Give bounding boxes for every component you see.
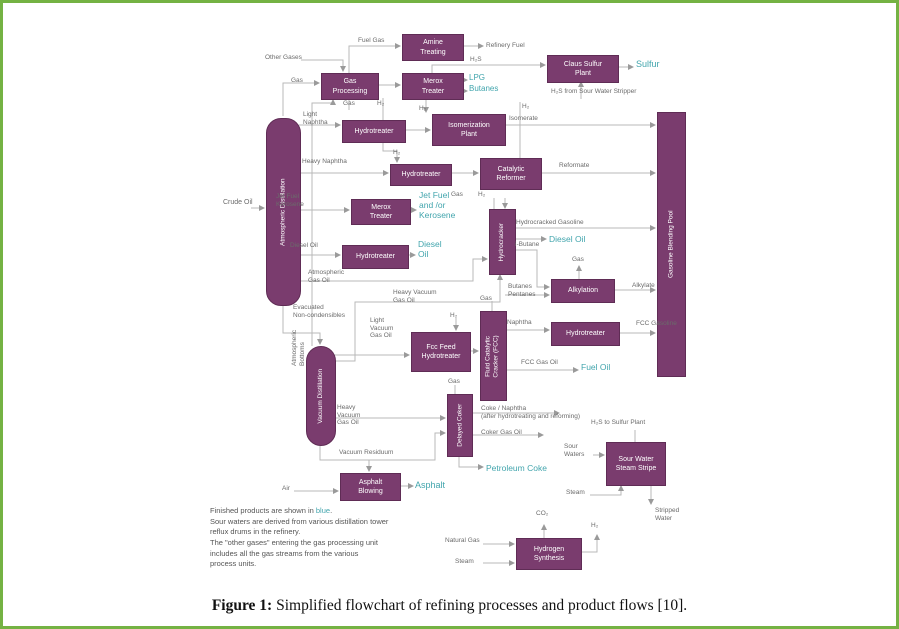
edge-evac-to-gp <box>311 99 336 346</box>
label-gas-hydrocracker: Gas <box>451 191 463 198</box>
box-vacuum-distillation: Vacuum Distillation <box>306 346 336 446</box>
edge-fuel-gas-line <box>348 43 401 73</box>
label-fcc-gasoline: FCC Gasoline <box>636 320 677 327</box>
label-fuel-oil-product: Fuel Oil <box>581 362 611 372</box>
label-co2: CO₂ <box>536 510 549 517</box>
label-gas-fcc: Gas <box>480 295 492 302</box>
label-petroleum-coke-product: Petroleum Coke <box>486 463 547 473</box>
label-h2s: H₂S <box>470 56 482 63</box>
label-butanes-product: Butanes <box>469 84 499 93</box>
label-steam-stripper: Steam <box>566 489 585 496</box>
label-diesel-oil-product-2: Diesel Oil <box>549 234 586 244</box>
label-h2-isomerization: H₂ <box>419 105 427 112</box>
edge-other-gases-line <box>301 59 346 72</box>
edge-steam-in-stripper <box>590 485 624 496</box>
label-other-gases: Other Gases <box>265 54 302 61</box>
box-hydrotreater-diesel: Hydrotreater <box>342 245 409 269</box>
note-text: Finished products are shown in blue.Sour… <box>210 506 389 569</box>
label-coke-naphtha: Coke / Naphtha(after hydrotreating and r… <box>481 405 580 420</box>
figure-caption: Figure 1: Simplified flowchart of refini… <box>3 597 896 615</box>
label-h2-hydrotreater2: H₂ <box>393 149 401 156</box>
label-h2-gp: H₂ <box>377 100 385 107</box>
label-vacuum-residuum: Vacuum Residuum <box>339 449 394 456</box>
label-h2-hydrocracker: H₂ <box>478 191 486 198</box>
edge-crude-gas-line <box>282 80 320 116</box>
label-alkylate: Alkylate <box>632 282 655 289</box>
label-gas-alkylation: Gas <box>572 256 584 263</box>
edge-hvgo-to-hydrocracker <box>334 274 503 362</box>
label-gas-gp: Gas <box>343 100 355 107</box>
label-h2-synthesis-out: H₂ <box>591 522 599 529</box>
label-air: Air <box>282 485 290 492</box>
label-sulfur: Sulfur <box>636 59 660 69</box>
label-gas-coker: Gas <box>448 378 460 385</box>
label-h2-fcc-feed: H₂ <box>450 312 458 319</box>
label-coker-gas-oil: Coker Gas Oil <box>481 429 522 436</box>
figure-caption-label: Figure 1: <box>211 597 273 614</box>
label-crude-oil: Crude Oil <box>223 199 253 206</box>
edge-ago-to-hydrocracker <box>299 256 488 282</box>
box-hydrocracker: Hydrocracker <box>489 209 516 275</box>
edge-h2s-to-claus <box>431 62 546 73</box>
edge-hc-ibutane-to-alk <box>514 249 550 290</box>
box-delayed-coker: Delayed Coker <box>447 394 473 457</box>
label-fcc-gas-oil: FCC Gas Oil <box>521 359 558 366</box>
label-hydrocracked-gasoline: Hydrocracked Gasoline <box>516 219 584 226</box>
label-heavy-naphtha: Heavy Naphtha <box>302 158 347 165</box>
label-h2-reformer: H₂ <box>522 103 530 110</box>
label-asphalt-product: Asphalt <box>415 480 446 490</box>
label-steam-synthesis: Steam <box>455 558 474 565</box>
box-gasoline-blending-pool: Gasoline Blending Pool <box>657 112 686 377</box>
box-hydrotreater-light-naphtha: Hydrotreater <box>342 120 406 143</box>
label-gas-crude: Gas <box>291 77 303 84</box>
label-fuel-gas: Fuel Gas <box>358 37 385 44</box>
label-i-butane: i-Butane <box>515 241 540 248</box>
label-naphtha-fcc: Naphtha <box>507 319 532 326</box>
label-reformate: Reformate <box>559 162 590 169</box>
edge-h2-synthesis-line <box>580 534 600 553</box>
box-atmospheric-distillation: Atmospheric Distillation <box>266 118 301 306</box>
box-alkylation: Alkylation <box>551 279 615 303</box>
figure-caption-text: Simplified flowchart of refining process… <box>272 597 688 614</box>
edge-atm-to-vacuum <box>282 304 323 345</box>
label-h2s-from-sour-water-stripper: H₂S from Sour Water Stripper <box>551 88 637 95</box>
box-hydrotreater-fcc-naphtha: Hydrotreater <box>551 322 620 346</box>
label-lpg: LPG <box>469 73 486 82</box>
label-isomerate: Isomerate <box>509 115 538 122</box>
edge-coke-out <box>458 455 484 470</box>
box-hydrotreater-heavy-naphtha: Hydrotreater <box>390 164 452 186</box>
label-refinery-fuel: Refinery Fuel <box>486 42 525 49</box>
label-diesel-oil-feed: Diesel Oil <box>290 242 318 249</box>
edge-residuum-to-coker <box>319 430 446 461</box>
label-natural-gas: Natural Gas <box>445 537 480 544</box>
label-h2s-to-sulfur-plant: H₂S to Sulfur Plant <box>591 419 646 426</box>
